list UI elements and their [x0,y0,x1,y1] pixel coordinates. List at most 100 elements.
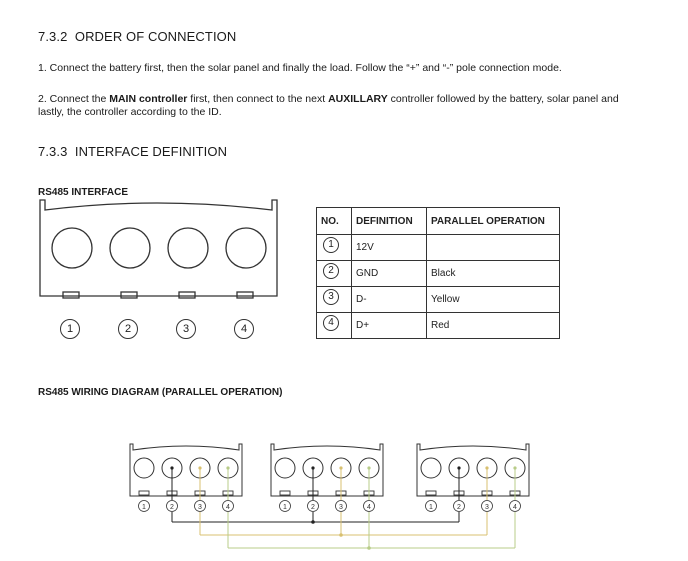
auxillary-text: AUXILLARY [328,93,388,105]
small-terminal [274,457,296,479]
small-pin-number: 1 [283,504,287,511]
rs485-wiring-diagram: 1 2 3 4 1 2 3 4 1 2 3 4 [129,443,530,550]
pin-dot [485,466,489,470]
small-pin-number: 2 [311,504,315,511]
pin-number-4: 4 [234,319,254,339]
section-number: 7.3.2 [38,29,68,44]
pin-dot [513,466,517,470]
small-connector-1: 1 2 3 4 [129,443,243,512]
small-connector-housing [129,443,243,497]
pin-slot-3 [178,291,196,299]
small-pin-number-circle [335,500,347,512]
small-pin-number: 4 [367,504,371,511]
small-pin-number-circle [279,500,291,512]
connector-housing [39,199,278,297]
definition-cell: D+ [351,312,427,339]
terminal-1 [51,227,93,269]
pin-dot [457,466,461,470]
pin-slot-4 [236,291,254,299]
table-row: 1 12V [316,234,560,261]
pin-number-3: 3 [176,319,196,339]
small-pin-slot [138,490,150,496]
terminal-3 [167,227,209,269]
small-pin-number-circle [481,500,493,512]
row-number-cell: 4 [316,312,352,339]
section-number: 7.3.3 [38,144,68,159]
wiring-wires [171,512,516,550]
junction-dot [367,546,371,550]
small-connector-housing [416,443,530,497]
small-pin-slot [279,490,291,496]
table-header-row: NO. DEFINITION PARALLEL OPERATION [316,207,560,235]
small-pin-number-circle [307,500,319,512]
terminal-2 [109,227,151,269]
section-heading-interface-definition: 7.3.3 INTERFACE DEFINITION [38,144,227,159]
section-heading-order-of-connection: 7.3.2 ORDER OF CONNECTION [38,29,236,44]
pin-slot-2 [120,291,138,299]
row-number-cell: 3 [316,286,352,313]
definition-cell: 12V [351,234,427,261]
small-connector-2: 1 2 3 4 [270,443,384,512]
pin-dot [170,466,174,470]
header-no: NO. [316,207,352,235]
small-pin-number: 3 [485,504,489,511]
pin-dot [311,466,315,470]
row-number: 1 [323,237,339,253]
pin-dot [226,466,230,470]
small-pin-number: 1 [429,504,433,511]
small-pin-number: 3 [198,504,202,511]
pin-slot-1 [62,291,80,299]
definition-cell: D- [351,286,427,313]
pin-number-2: 2 [118,319,138,339]
header-parallel-operation: PARALLEL OPERATION [426,207,560,235]
table-row: 2 GND Black [316,260,560,287]
small-pin-number-circle [166,500,178,512]
parallel-cell [426,234,560,261]
section-title: INTERFACE DEFINITION [74,144,228,159]
parallel-cell: Black [426,260,560,287]
table-row: 4 D+ Red [316,312,560,339]
wiring-diagram-label: RS485 WIRING DIAGRAM (PARALLEL OPERATION… [38,387,283,398]
rs485-interface-label: RS485 INTERFACE [38,187,129,198]
small-pin-number-circle [453,500,465,512]
row-number: 2 [323,263,339,279]
paragraph-1: 1. Connect the battery first, then the s… [38,62,562,74]
table-row: 3 D- Yellow [316,286,560,313]
parallel-cell: Red [426,312,560,339]
small-pin-number: 2 [457,504,461,511]
row-number-cell: 1 [316,234,352,261]
main-controller-text: MAIN controller [109,93,188,105]
small-terminal [133,457,155,479]
row-number: 3 [323,289,339,305]
header-definition: DEFINITION [351,207,427,235]
small-pin-number-circle [222,500,234,512]
small-pin-number-circle [138,500,150,512]
small-pin-number: 2 [170,504,174,511]
small-pin-number: 4 [226,504,230,511]
pin-number-1: 1 [60,319,80,339]
small-terminal [420,457,442,479]
small-pin-number-circle [425,500,437,512]
pin-dot [367,466,371,470]
small-pin-slot [425,490,437,496]
pin-dot [198,466,202,470]
wiring-connectors: 1 2 3 4 1 2 3 4 1 2 3 4 [129,443,530,512]
rs485-connector-diagram [39,199,278,299]
row-number: 4 [323,315,339,331]
small-connector-housing [270,443,384,497]
small-pin-number-circle [363,500,375,512]
small-pin-number: 3 [339,504,343,511]
small-pin-number-circle [509,500,521,512]
small-pin-number: 4 [513,504,517,511]
row-number-cell: 2 [316,260,352,287]
small-connector-3: 1 2 3 4 [416,443,530,512]
terminal-4 [225,227,267,269]
junction-dot [339,533,343,537]
junction-dot [311,520,315,524]
pin-dot [339,466,343,470]
section-title: ORDER OF CONNECTION [74,29,237,44]
small-pin-number: 1 [142,504,146,511]
small-pin-number-circle [194,500,206,512]
paragraph-2: 2. Connect the MAIN controller first, th… [38,93,619,118]
definition-cell: GND [351,260,427,287]
